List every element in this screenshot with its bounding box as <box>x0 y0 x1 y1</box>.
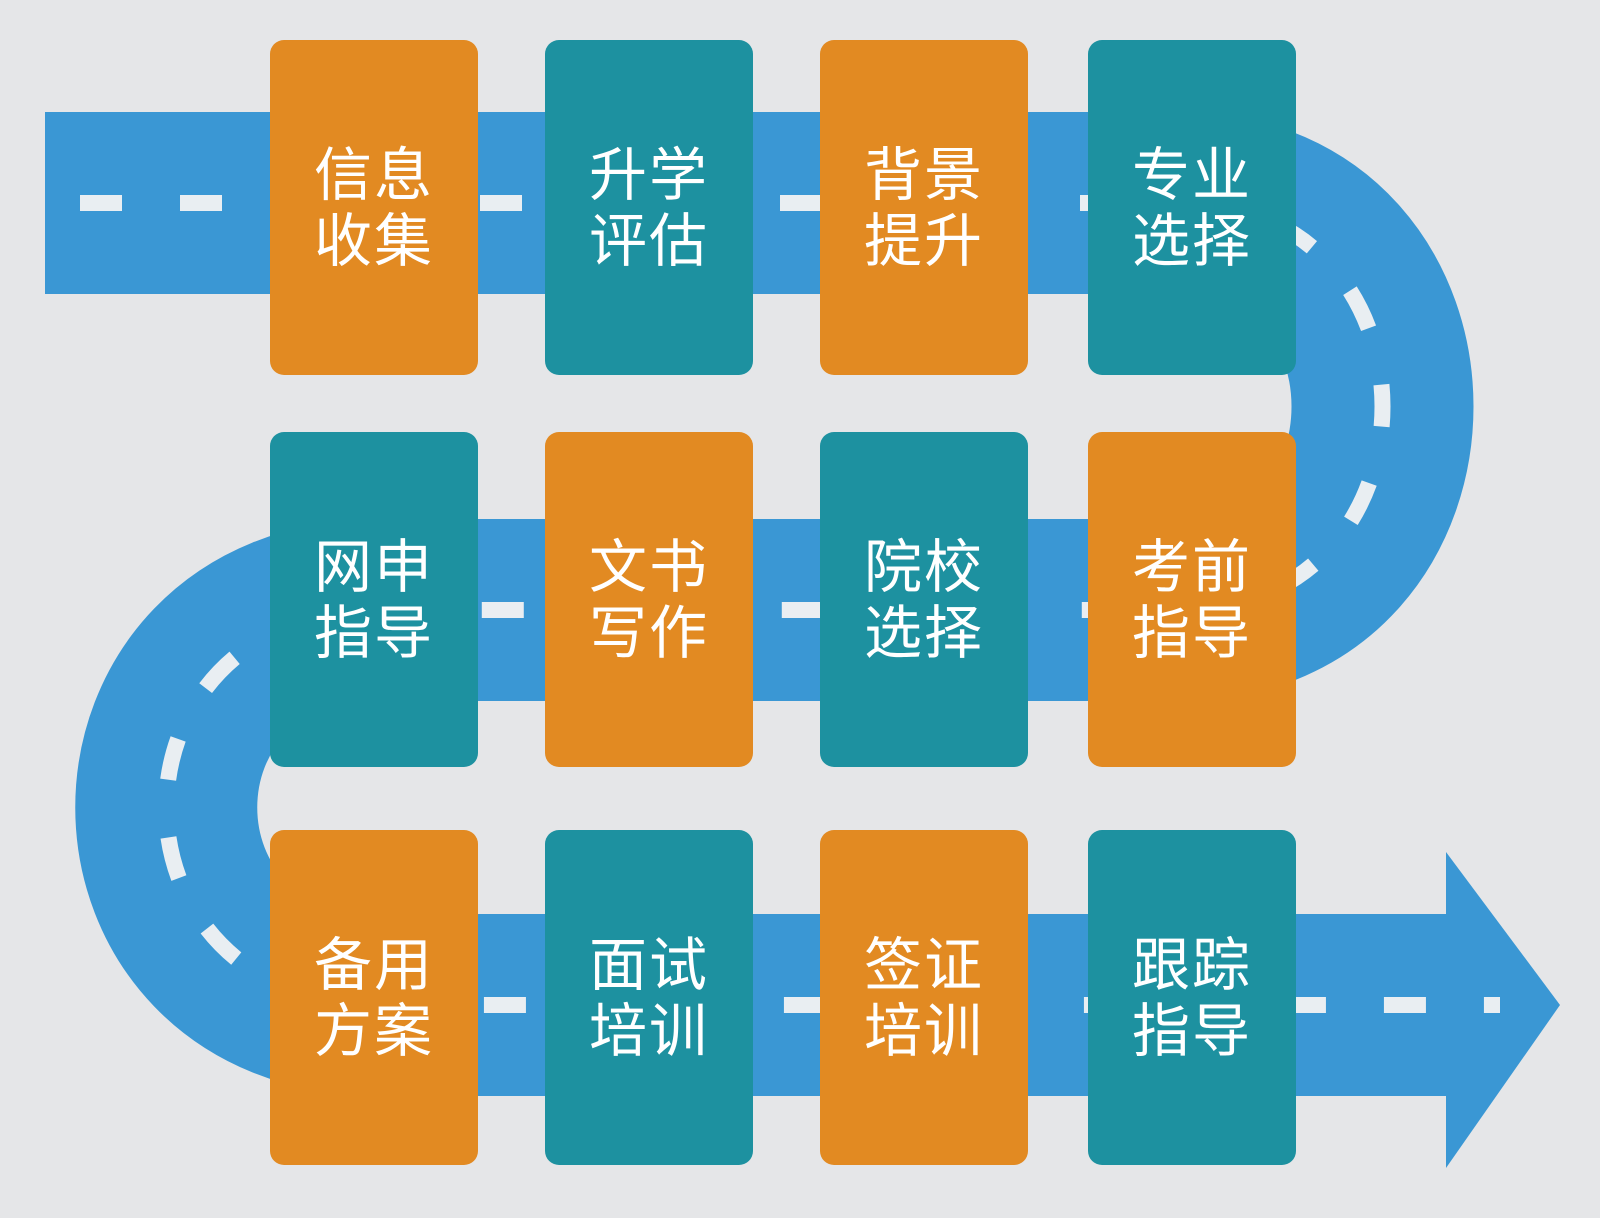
step-label-line2: 提升 <box>863 206 984 275</box>
step-label-line1: 信息 <box>313 140 434 209</box>
step-card-7: 院校 选择 <box>820 432 1028 767</box>
step-label-line2: 培训 <box>863 996 984 1065</box>
step-card-10: 面试 培训 <box>545 830 753 1165</box>
step-card-1: 信息 收集 <box>270 40 478 375</box>
step-label-line2: 指导 <box>1131 996 1252 1065</box>
step-label-line2: 指导 <box>313 598 434 667</box>
step-label-line2: 选择 <box>863 598 984 667</box>
step-label-line2: 指导 <box>1131 598 1252 667</box>
step-card-5: 网申 指导 <box>270 432 478 767</box>
step-label-line1: 考前 <box>1131 532 1252 601</box>
step-label-line1: 签证 <box>863 930 984 999</box>
step-label-line1: 备用 <box>313 930 434 999</box>
step-label-line1: 背景 <box>863 140 984 209</box>
step-card-6: 文书 写作 <box>545 432 753 767</box>
step-card-11: 签证 培训 <box>820 830 1028 1165</box>
step-label-line2: 写作 <box>588 598 709 667</box>
step-label-line2: 方案 <box>313 996 434 1065</box>
step-label-line1: 升学 <box>588 140 709 209</box>
step-card-12: 跟踪 指导 <box>1088 830 1296 1165</box>
step-label-line2: 收集 <box>313 206 434 275</box>
step-label-line1: 院校 <box>863 532 984 601</box>
step-label-line1: 面试 <box>588 930 709 999</box>
step-card-9: 备用 方案 <box>270 830 478 1165</box>
step-label-line1: 网申 <box>313 532 434 601</box>
road-lane-marking <box>80 195 1500 1013</box>
step-label-line1: 文书 <box>588 532 709 601</box>
step-label-line1: 跟踪 <box>1131 930 1252 999</box>
step-card-4: 专业 选择 <box>1088 40 1296 375</box>
step-label-line2: 评估 <box>588 206 709 275</box>
step-label-line1: 专业 <box>1131 140 1252 209</box>
road-arrow-head <box>1446 852 1560 1168</box>
step-card-3: 背景 提升 <box>820 40 1028 375</box>
step-card-2: 升学 评估 <box>545 40 753 375</box>
step-card-8: 考前 指导 <box>1088 432 1296 767</box>
step-label-line2: 选择 <box>1131 206 1252 275</box>
step-label-line2: 培训 <box>588 996 709 1065</box>
